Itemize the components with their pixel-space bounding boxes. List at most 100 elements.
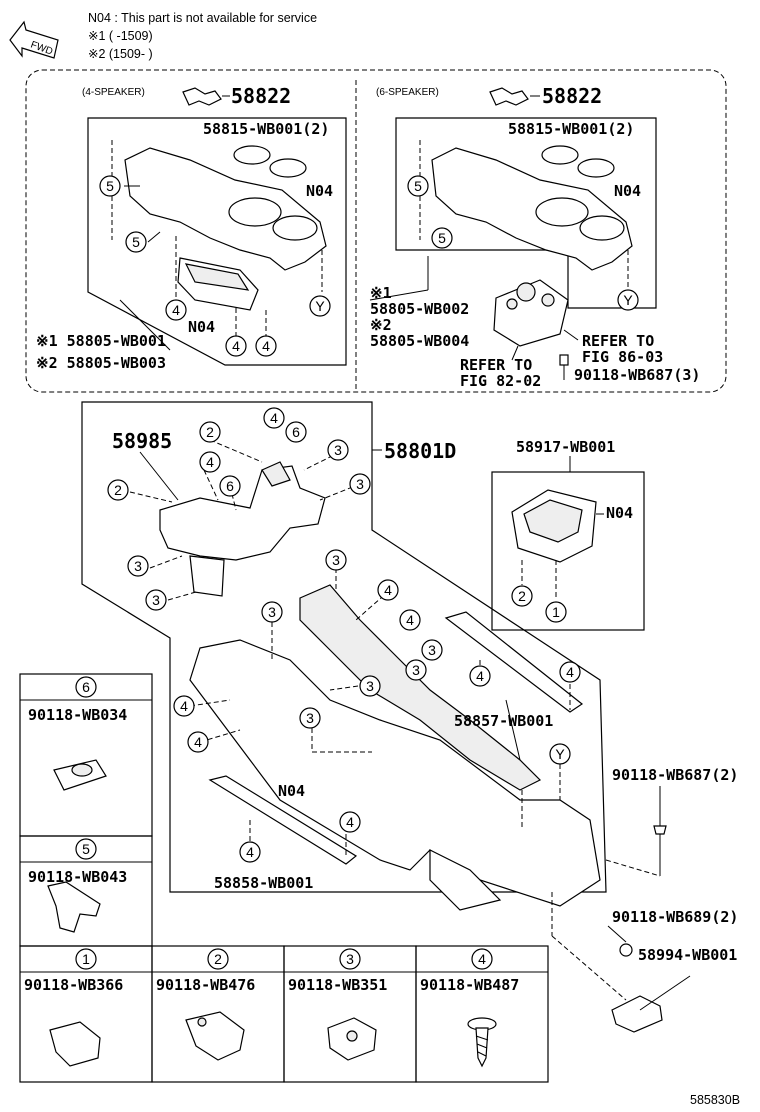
part-wb687: 90118-WB687(2) <box>612 766 738 784</box>
svg-text:3: 3 <box>412 662 420 678</box>
svg-text:4: 4 <box>232 338 240 354</box>
svg-text:4: 4 <box>384 582 392 598</box>
svg-text:3: 3 <box>152 592 160 608</box>
box-58801d <box>81 401 607 893</box>
legend-num-5: 5 <box>82 841 90 857</box>
legend-part-1: 90118-WB366 <box>24 976 123 994</box>
n04-main: N04 <box>278 782 305 800</box>
svg-text:4: 4 <box>194 734 202 750</box>
refer2-line2: FIG 82-02 <box>460 372 541 390</box>
callout-2-insert: 2 <box>511 585 533 607</box>
box-4spk <box>87 117 347 366</box>
alt1-part-6spk: 58805-WB002 <box>370 300 469 318</box>
svg-text:5: 5 <box>132 234 140 250</box>
part-wb689: 90118-WB689(2) <box>612 908 738 926</box>
pad-icon-6spk <box>489 87 529 106</box>
panel-6-speaker: (6-SPEAKER) 58822 58815-WB001(2) N04 <box>369 84 657 380</box>
svg-text:4: 4 <box>566 664 574 680</box>
legend-part-2: 90118-WB476 <box>156 976 255 994</box>
alt2-mark-6spk: ※2 <box>370 316 392 334</box>
callout-4-main-5: 4 <box>469 665 491 687</box>
alt1-mark-6spk: ※1 <box>370 284 392 302</box>
svg-text:4: 4 <box>476 668 484 684</box>
callout-y-6spk: Y <box>617 289 639 311</box>
alt1-4spk: ※1 58805-WB001 <box>36 332 166 350</box>
callout-5-a-6spk: 5 <box>407 175 429 197</box>
part-58985: 58985 <box>112 429 172 453</box>
callout-4-main-3: 4 <box>377 579 399 601</box>
svg-text:4: 4 <box>206 454 214 470</box>
note-1: ※1 ( -1509) <box>88 29 153 43</box>
svg-text:3: 3 <box>366 678 374 694</box>
main-assembly: 58801D 58985 58857-WB001 N04 58858-WB001 <box>81 401 607 911</box>
cupholder-cover-4spk <box>124 147 327 271</box>
legend-part-3: 90118-WB351 <box>288 976 387 994</box>
svg-text:4: 4 <box>406 612 414 628</box>
part-58994: 58994-WB001 <box>638 946 737 964</box>
legend-part-5: 90118-WB043 <box>28 868 127 886</box>
part-58815-6spk: 58815-WB001(2) <box>508 120 634 138</box>
svg-text:4: 4 <box>270 410 278 426</box>
callout-4-b-4spk: 4 <box>225 335 247 357</box>
callout-y-4spk: Y <box>309 295 331 317</box>
callout-5-a-4spk: 5 <box>99 175 121 197</box>
legend-box-6 <box>19 673 153 837</box>
callout-1-insert: 1 <box>545 601 567 623</box>
callout-3-main-3: 3 <box>325 549 347 571</box>
label-4-speaker: (4-SPEAKER) <box>82 87 145 98</box>
part-58917: 58917-WB001 <box>516 438 615 456</box>
console-upper-panel <box>299 584 542 791</box>
callout-5-b-4spk: 5 <box>125 231 147 253</box>
callout-4-c-4spk: 4 <box>255 335 277 357</box>
callout-3-main-5: 3 <box>145 589 167 611</box>
callout-3-main-2: 3 <box>349 473 371 495</box>
note-n04: N04 : This part is not available for ser… <box>88 11 317 25</box>
svg-text:3: 3 <box>428 642 436 658</box>
panel-4-speaker: (4-SPEAKER) 58822 58815-WB001(2) N04 N04 <box>82 84 347 366</box>
cup-ring-2-4spk <box>269 158 307 178</box>
svg-text:2: 2 <box>518 588 526 604</box>
screw-wb687-icon <box>653 825 667 835</box>
svg-text:3: 3 <box>268 604 276 620</box>
svg-text:6: 6 <box>226 478 234 494</box>
callout-4-main-4: 4 <box>399 609 421 631</box>
n04-insert: N04 <box>606 504 633 522</box>
callout-4-main-6: 4 <box>559 661 581 683</box>
legend-num-4: 4 <box>478 951 486 967</box>
svg-text:4: 4 <box>172 302 180 318</box>
console-body <box>189 639 601 907</box>
box-6spk <box>395 117 657 309</box>
svg-text:5: 5 <box>414 178 422 194</box>
n04-6spk: N04 <box>614 182 641 200</box>
svg-text:3: 3 <box>306 710 314 726</box>
callout-3-main-9: 3 <box>359 675 381 697</box>
callout-4-main-9: 4 <box>339 811 361 833</box>
svg-text:2: 2 <box>114 482 122 498</box>
callout-4-main-2: 4 <box>199 451 221 473</box>
label-6-speaker: (6-SPEAKER) <box>376 87 439 98</box>
callout-4-a-4spk: 4 <box>165 299 187 321</box>
svg-text:Y: Y <box>555 746 565 762</box>
callout-6-main-2: 6 <box>219 475 241 497</box>
legend-part-6: 90118-WB034 <box>28 706 127 724</box>
clip-wb476-icon <box>185 1011 245 1061</box>
screw-wb487-icon <box>467 1017 497 1068</box>
callout-5-b-6spk: 5 <box>431 227 453 249</box>
legend: 6 90118-WB034 5 90118-WB043 1 90118-WB36… <box>19 673 549 1083</box>
svg-text:4: 4 <box>180 698 188 714</box>
callout-6-main-1: 6 <box>285 421 307 443</box>
legend-num-2: 2 <box>214 951 222 967</box>
callout-4-main-7: 4 <box>173 695 195 717</box>
bracket-58994 <box>611 995 663 1033</box>
legend-box-4 <box>415 945 549 1083</box>
bracket-58985 <box>159 465 326 561</box>
svg-text:4: 4 <box>262 338 270 354</box>
svg-text:4: 4 <box>346 814 354 830</box>
svg-text:2: 2 <box>206 424 214 440</box>
insert-58917: 58917-WB001 N04 <box>491 438 645 631</box>
clip-wb043-icon <box>47 881 101 933</box>
refer1-line1: REFER TO <box>582 332 654 350</box>
nut-wb689-icon <box>619 943 633 957</box>
callout-2-main-2: 2 <box>107 479 129 501</box>
callout-3-main-4: 3 <box>127 555 149 577</box>
